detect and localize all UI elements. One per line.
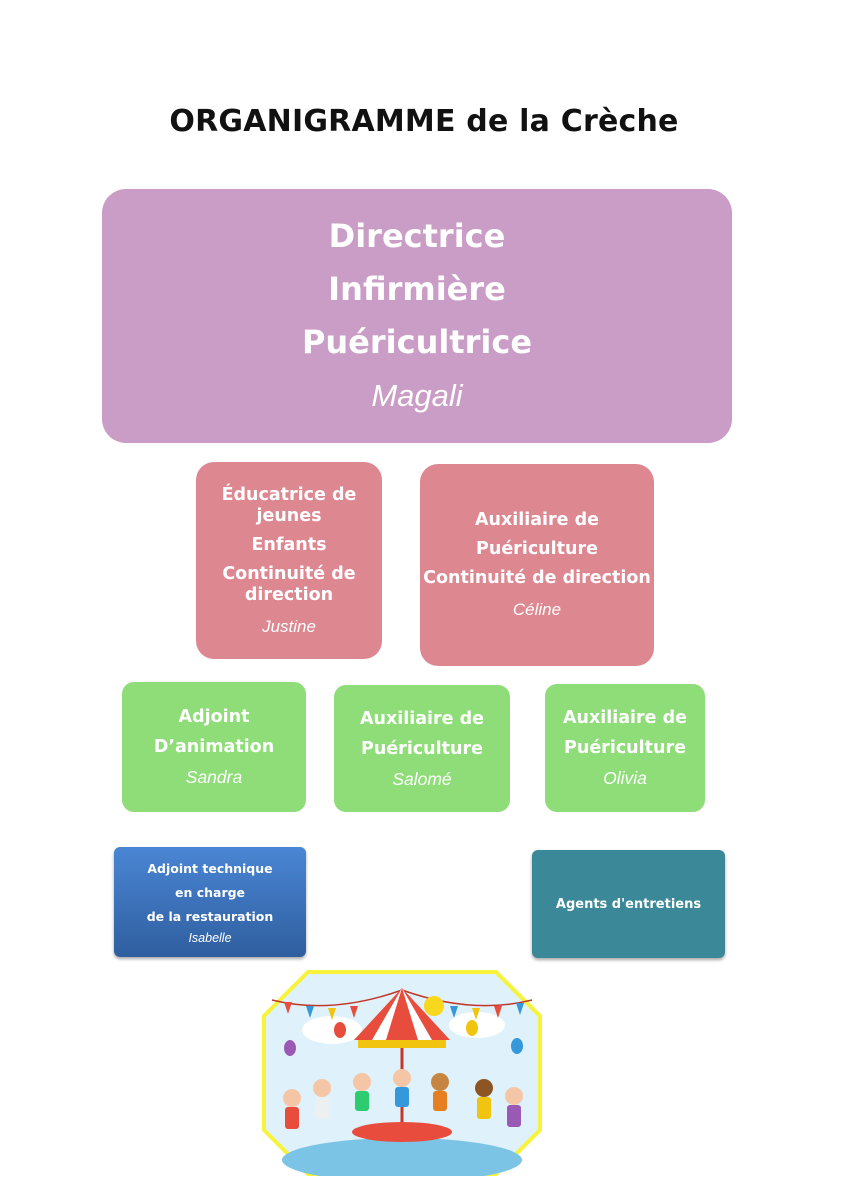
page-title: ORGANIGRAMME de la Crèche (169, 104, 679, 139)
role-line: Puériculture (361, 738, 483, 759)
person-name: Isabelle (188, 931, 232, 945)
person-name: Salomé (392, 768, 452, 789)
director-role-line: Infirmière (328, 270, 506, 308)
carousel-children-illustration (262, 970, 542, 1176)
role-line: Enfants (251, 534, 327, 555)
role-line: Continuité de direction (423, 568, 651, 588)
director-role-line: Puéricultrice (301, 323, 533, 361)
role-line: D’animation (153, 737, 275, 757)
role-line: Auxiliaire de (562, 708, 688, 728)
role-line: Continuité de direction (222, 563, 356, 605)
person-name: Sandra (185, 767, 243, 787)
auxiliaire-celine-box: Auxiliaire de Puériculture Continuité de… (420, 464, 654, 666)
adjoint-animation-box: Adjoint D’animation Sandra (122, 682, 306, 812)
role-line: Adjoint technique (147, 861, 273, 876)
person-name: Justine (262, 616, 316, 636)
role-line: Agents d'entretiens (555, 896, 702, 912)
role-line: Adjoint (178, 707, 250, 727)
director-role-line: Directrice (328, 217, 506, 255)
adjoint-technique-box: Adjoint technique en charge de la restau… (114, 847, 306, 957)
role-line: de la restauration (146, 909, 274, 924)
director-name: Magali (371, 378, 463, 413)
director-box: Directrice Infirmière Puéricultrice Maga… (102, 189, 732, 443)
auxiliaire-olivia-box: Auxiliaire de Puériculture Olivia (545, 684, 705, 812)
role-line: en charge (174, 885, 246, 900)
agents-entretien-box: Agents d'entretiens (532, 850, 725, 958)
person-name: Céline (512, 600, 562, 619)
role-line: Auxiliaire de (474, 510, 600, 530)
educatrice-box: Éducatrice de jeunes Enfants Continuité … (196, 462, 382, 659)
role-line: Puériculture (476, 539, 598, 559)
role-line: Éducatrice de jeunes (221, 484, 357, 526)
role-line: Puériculture (564, 738, 686, 758)
role-line: Auxiliaire de (359, 708, 485, 729)
auxiliaire-salome-box: Auxiliaire de Puériculture Salomé (334, 685, 510, 812)
person-name: Olivia (603, 768, 647, 788)
